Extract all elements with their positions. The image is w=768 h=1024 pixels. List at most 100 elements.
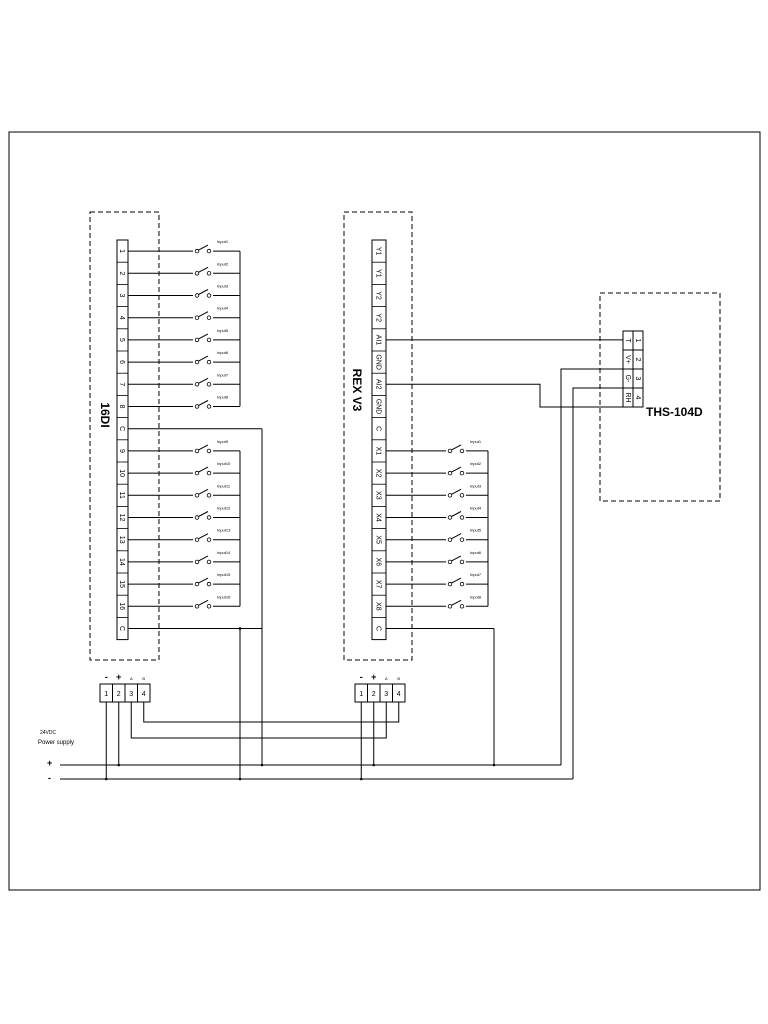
- rex-terminal-label: X2: [375, 469, 382, 478]
- di16-switch-contact: [194, 248, 200, 254]
- di16-switch-contact: [194, 359, 200, 365]
- di16-switch-label: Input1: [217, 239, 229, 244]
- module-rex-v3-boundary: [343, 211, 413, 661]
- rex-switch-label: Input4: [470, 506, 482, 511]
- ths-vplus-to-plus: [560, 368, 623, 765]
- di16-switch-label: Input3: [217, 284, 229, 289]
- rex-switch-lever: [451, 577, 462, 584]
- di16-terminal-label: 10: [118, 469, 125, 477]
- rex-terminal-label: AI2: [375, 379, 382, 390]
- di16-switch-contact: [206, 559, 212, 565]
- di16-terminal-label: 7: [118, 382, 125, 386]
- rex-switch-lever: [451, 533, 462, 540]
- di16-switch-contact: [194, 382, 200, 387]
- rex-bus-polarity-label: +: [371, 672, 376, 682]
- di16-terminal-label: 15: [118, 580, 125, 588]
- power-supply: 24VDC Power supply + -: [38, 730, 74, 783]
- rex-switch-label: Input5: [470, 528, 482, 533]
- di16-switch-label: Input6: [217, 350, 229, 355]
- di16-terminal-label: 5: [118, 338, 125, 342]
- di16-switch-lever: [198, 244, 209, 251]
- ths-terminal-number: 3: [634, 377, 641, 381]
- di16-bus-polarity-label: -: [105, 672, 108, 682]
- rex-terminal-label: Y2: [375, 313, 382, 322]
- rs485-a-wire: [130, 702, 387, 739]
- rex-switch-contact: [459, 448, 465, 454]
- wire-junction: [492, 763, 496, 767]
- di16-switch-lever: [198, 311, 209, 318]
- ths-terminal-number: 1: [634, 339, 641, 343]
- rex-bus-pin-number: 2: [372, 691, 376, 698]
- di16-switch-lever: [198, 377, 209, 384]
- rex-bus-pin-number: 4: [397, 691, 401, 698]
- rex-bus-pin-number: 3: [384, 691, 388, 698]
- di16-switch-contact: [206, 248, 212, 254]
- module-16di-boundary: [89, 211, 160, 661]
- di16-switch-contact: [194, 604, 200, 609]
- rex-switch-contact: [459, 604, 465, 609]
- rex-switch-label: Input1: [470, 439, 482, 444]
- di16-terminal-label: C: [118, 426, 125, 431]
- di16-switch-label: Input12: [217, 506, 231, 511]
- rex-switch-contact: [459, 493, 465, 498]
- rex-switch-label: Input6: [470, 550, 482, 555]
- rex-switch-label: Input7: [470, 572, 482, 577]
- di16-switch-contact: [194, 581, 200, 587]
- module-rex-v3-switches: Input1Input2Input3Input4Input5Input6Inpu…: [447, 439, 482, 609]
- di16-terminal-label: 1: [118, 249, 125, 253]
- power-plus-sign: +: [47, 758, 52, 768]
- di16-switch-contact: [194, 404, 200, 409]
- di16-switch-contact: [194, 315, 200, 320]
- di16-switch-lever: [198, 555, 209, 562]
- rex-switch-contact: [447, 470, 453, 476]
- rex-terminal-label: GND: [375, 354, 382, 370]
- rex-terminal-label: Y1: [375, 269, 382, 278]
- di16-switch-lever: [198, 444, 209, 451]
- rex-switch-contact: [459, 515, 465, 520]
- di16-bus-pin-number: 3: [129, 691, 133, 698]
- ths-terminal-label: V+: [624, 355, 631, 364]
- di16-bus-pin-number: 2: [117, 691, 121, 698]
- di16-terminal-label: 9: [118, 449, 125, 453]
- rex-switch-contact: [447, 537, 453, 542]
- di16-bus-polarity-label: B: [142, 676, 145, 681]
- di16-switch-lever: [198, 466, 209, 473]
- power-minus-sign: -: [48, 773, 51, 783]
- di16-switch-label: Input5: [217, 328, 229, 333]
- rex-switch-contact: [459, 470, 465, 476]
- di16-switch-contact: [194, 271, 200, 276]
- di16-switch-contact: [206, 382, 212, 387]
- wire-junction: [117, 763, 121, 767]
- wire-junction: [359, 777, 363, 781]
- di16-switch-contact: [194, 537, 200, 542]
- di16-terminal-label: 3: [118, 294, 125, 298]
- ths-terminal-label: G-: [624, 375, 631, 383]
- rex-switch-contact: [447, 559, 453, 565]
- di16-terminal-label: 14: [118, 558, 125, 566]
- ths-terminal-label: T: [624, 338, 631, 343]
- module-rex-v3-label: REX V3: [350, 369, 364, 412]
- rex-terminal-label: X4: [375, 513, 382, 522]
- di16-terminal-label: 2: [118, 271, 125, 275]
- sensor-ths-104d-label: THS-104D: [646, 405, 703, 419]
- rex-terminal-label: Y2: [375, 291, 382, 300]
- ths-terminal-label: RH: [624, 392, 631, 402]
- di16-bus-polarity-label: A: [130, 676, 133, 681]
- rex-switch-lever: [451, 488, 462, 495]
- di16-terminal-label: 4: [118, 316, 125, 320]
- rex-switch-label: Input8: [470, 594, 482, 599]
- di16-terminal-label: 8: [118, 405, 125, 409]
- di16-terminal-label: 6: [118, 360, 125, 364]
- rex-terminal-label: C: [375, 626, 382, 631]
- di16-switch-contact: [206, 359, 212, 365]
- drawing-frame: [8, 131, 761, 891]
- di16-switch-lever: [198, 533, 209, 540]
- rs485-b-wire: [143, 702, 400, 723]
- di16-switch-label: Input11: [217, 483, 231, 488]
- wire-junction: [238, 627, 242, 630]
- di16-switch-label: Input16: [217, 594, 231, 599]
